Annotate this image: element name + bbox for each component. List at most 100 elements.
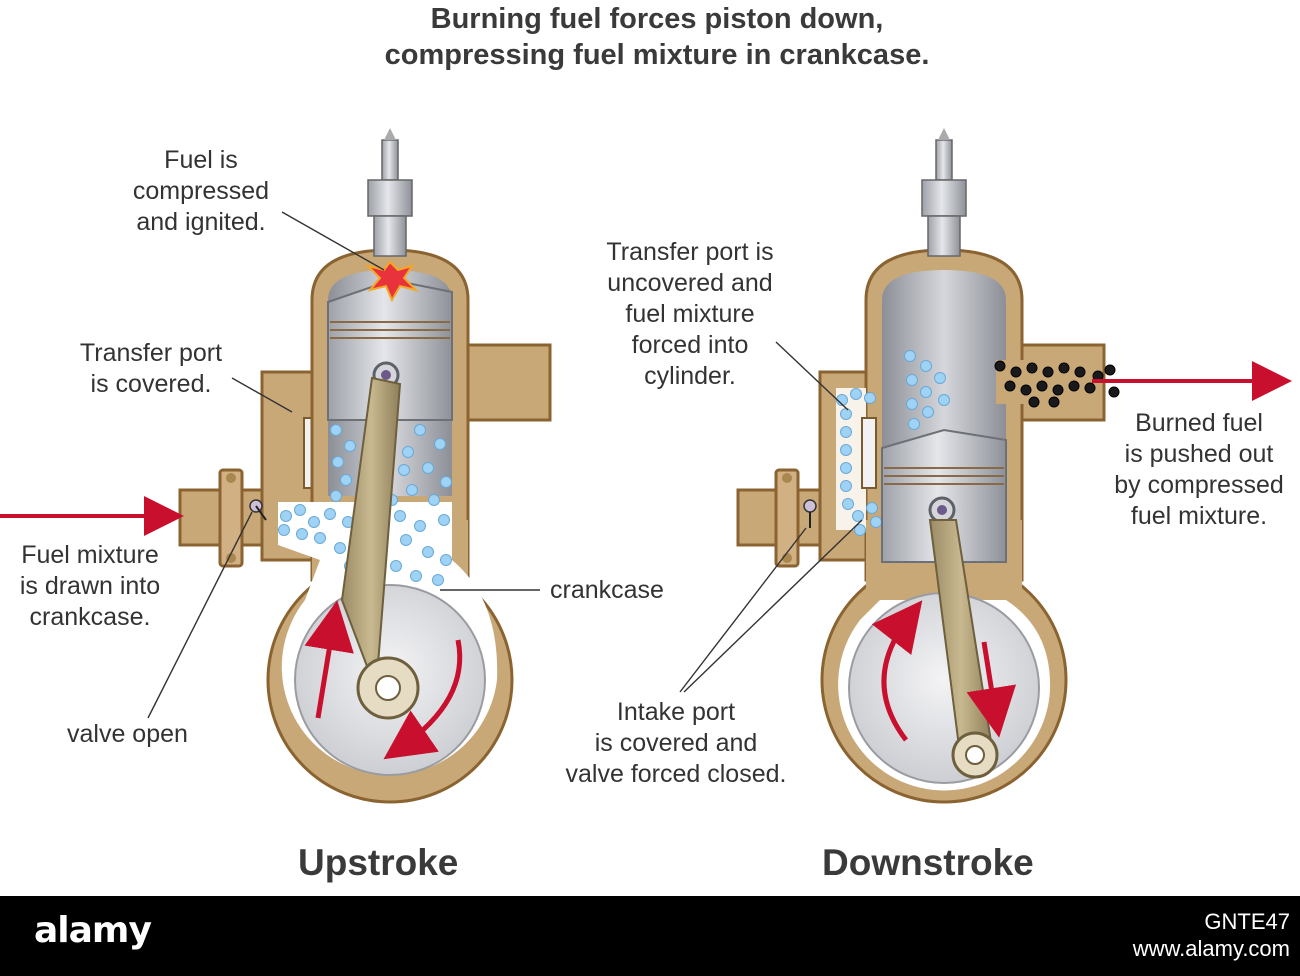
label-fuel-drawn: Fuel mixture is drawn into crankcase. <box>19 541 161 631</box>
particle-dot <box>1048 396 1060 408</box>
particle-dot <box>854 524 866 536</box>
transfer-channel <box>836 388 866 530</box>
label-crankcase: crankcase <box>550 576 664 604</box>
particle-dot <box>440 554 452 566</box>
leader-transfer-covered <box>231 377 293 413</box>
leader-valve-open <box>147 511 253 719</box>
flange-bolt <box>226 473 236 483</box>
particle-dot <box>414 424 426 436</box>
particle-dot <box>866 502 878 514</box>
alamy-logo: alamy <box>34 910 152 951</box>
particle-dot <box>308 516 320 528</box>
particle-dot <box>1084 382 1096 394</box>
label-fuel-compressed: Fuel is compressed and ignited. <box>132 146 270 236</box>
particle-dot <box>432 574 444 586</box>
particle-dot <box>1010 366 1022 378</box>
watermark-footer: alamy GNTE47 www.alamy.com <box>0 896 1300 976</box>
particle-dot <box>938 394 950 406</box>
ignition-spark <box>364 260 420 303</box>
particle-dot <box>406 484 418 496</box>
particle-dot <box>398 464 410 476</box>
particle-dot <box>394 510 406 522</box>
particle-dot <box>1058 362 1070 374</box>
leader-transfer-uncovered <box>775 341 849 411</box>
particle-dot <box>908 418 920 430</box>
particle-dot <box>904 350 916 362</box>
particle-dot <box>840 480 852 492</box>
particle-dot <box>1052 384 1064 396</box>
particle-dot <box>1042 366 1054 378</box>
rotation-arrow <box>871 600 923 742</box>
particle-dot <box>314 532 326 544</box>
particle-dot <box>422 462 434 474</box>
particle-dot <box>422 546 434 558</box>
particle-dot <box>920 386 932 398</box>
particle-dot <box>840 462 852 474</box>
caption-downstroke: Downstroke <box>822 842 1034 883</box>
label-transfer-covered: Transfer port is covered. <box>79 339 223 398</box>
fuel-mixture-dots <box>836 350 950 536</box>
particle-dot <box>842 498 854 510</box>
particle-dot <box>330 424 342 436</box>
rotation-arrow <box>304 600 354 719</box>
particle-dot <box>296 528 308 540</box>
particle-dot <box>280 510 292 522</box>
particle-dot <box>344 440 356 452</box>
image-id: GNTE47 <box>1204 909 1290 934</box>
particle-dot <box>400 534 412 546</box>
upstroke-spark-plug <box>367 128 413 257</box>
transfer-slot <box>861 417 877 489</box>
rotation-arrow <box>966 641 1017 738</box>
intake-flange <box>218 468 244 568</box>
particle-dot <box>440 476 452 488</box>
particle-dot <box>1104 364 1116 376</box>
rotation-arrow <box>383 639 463 760</box>
particle-dot <box>332 456 344 468</box>
particle-dot <box>906 374 918 386</box>
particle-dot <box>1036 380 1048 392</box>
particle-dot <box>840 408 852 420</box>
caption-upstroke: Upstroke <box>298 842 459 883</box>
particle-dot <box>294 504 306 516</box>
particle-dot <box>1026 362 1038 374</box>
label-valve-open: valve open <box>67 720 188 748</box>
label-transfer-uncovered: Transfer port is uncovered and fuel mixt… <box>606 238 774 390</box>
particle-dot <box>920 360 932 372</box>
particle-dot <box>1074 366 1086 378</box>
particle-dot <box>334 542 346 554</box>
particle-dot <box>330 490 342 502</box>
reed-valve-closed <box>803 499 817 513</box>
leader-lines <box>147 211 863 719</box>
leader-intake-1 <box>679 527 807 693</box>
particle-dot <box>922 406 934 418</box>
particle-dot <box>1020 384 1032 396</box>
particle-dot <box>852 510 864 522</box>
particle-dot <box>410 570 422 582</box>
diagram-title-line-2: compressing fuel mixture in crankcase. <box>384 39 930 71</box>
footer-url: www.alamy.com <box>1132 936 1290 961</box>
upstroke-engine <box>0 128 552 804</box>
particle-dot <box>840 444 852 456</box>
particle-dot <box>278 524 290 536</box>
particle-dot <box>414 520 426 532</box>
diagram-title-line-1: Burning fuel forces piston down, <box>430 3 884 35</box>
particle-dot <box>994 360 1006 372</box>
particle-dot <box>850 388 862 400</box>
particle-dot <box>1028 396 1040 408</box>
particle-dot <box>340 474 352 486</box>
intake-flange <box>774 468 800 568</box>
particle-dot <box>870 516 882 528</box>
label-burned-fuel: Burned fuel is pushed out by compressed … <box>1114 409 1284 530</box>
downstroke-spark-plug <box>921 128 967 257</box>
particle-dot <box>428 494 440 506</box>
particle-dot <box>1108 386 1120 398</box>
particle-dot <box>1004 380 1016 392</box>
downstroke-engine <box>736 128 1292 804</box>
particle-dot <box>864 392 876 404</box>
flange-bolt <box>226 553 236 563</box>
particle-dot <box>390 560 402 572</box>
label-intake-covered: Intake port is covered and valve forced … <box>565 698 787 788</box>
particle-dot <box>402 446 414 458</box>
